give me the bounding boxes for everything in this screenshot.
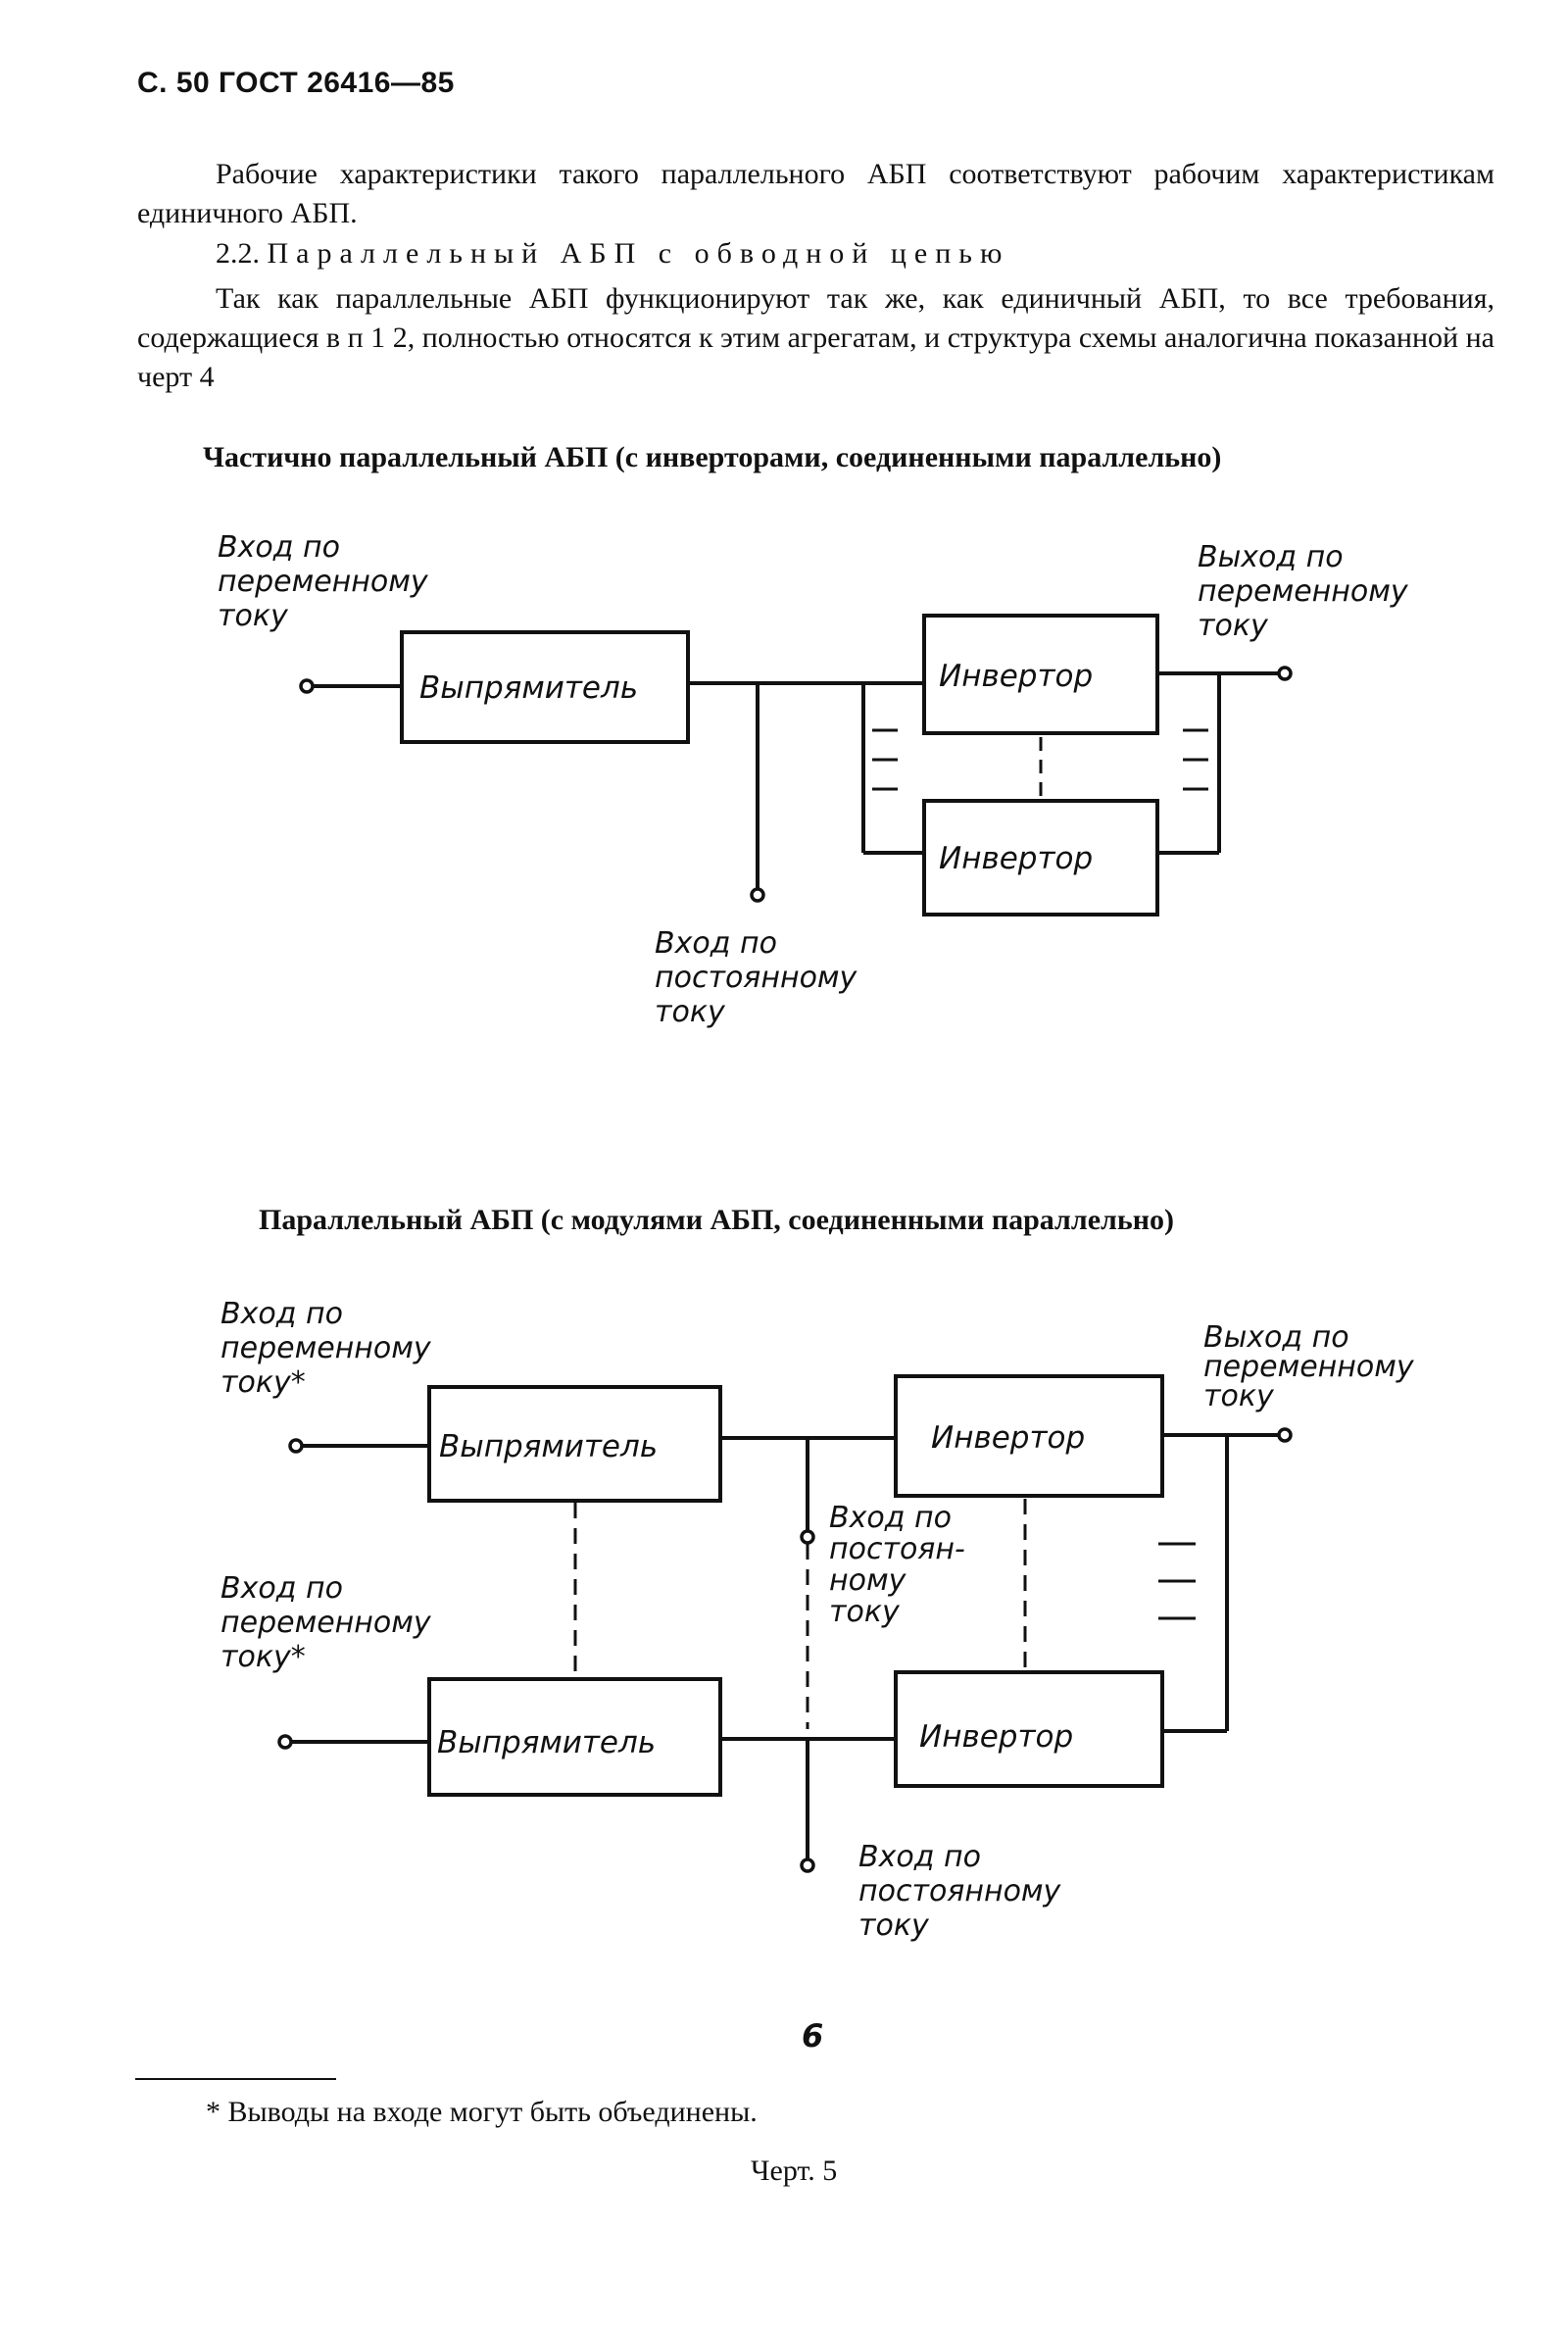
diagram-2-ac-input-label-2: Вход по переменному току* xyxy=(220,1571,432,1674)
diagram-2-ac-input-label-1: Вход по переменному току* xyxy=(220,1297,432,1400)
svg-text:постоянному: постоянному xyxy=(858,1874,1062,1908)
svg-text:току: току xyxy=(655,995,726,1029)
diagram-2-dc-input-label-2: Вход по постоянному току xyxy=(858,1840,1062,1943)
diagram-2-wiring xyxy=(291,1433,1280,1859)
diagram-1-wiring xyxy=(312,671,1280,889)
terminal-ac-in-1 xyxy=(299,678,315,694)
diagram-2-inverter-1-box xyxy=(894,1374,1164,1498)
svg-text:току: току xyxy=(1203,1379,1275,1413)
diagram-2-title: Параллельный АБП (с модулями АБП, соедин… xyxy=(259,1204,1174,1236)
svg-text:Вход по: Вход по xyxy=(220,1571,343,1606)
svg-text:Выход по: Выход по xyxy=(1198,540,1344,574)
diagram-2-rectifier-2-label: Выпрямитель xyxy=(437,1725,656,1760)
diagram-1-rectifier-label: Выпрямитель xyxy=(419,670,638,706)
diagram-1-inverter-1-box xyxy=(922,614,1159,735)
svg-text:Вход по: Вход по xyxy=(220,1297,343,1331)
diagram-2-inverter-2-label: Инвертор xyxy=(919,1719,1073,1755)
diagram-1-rectifier-box xyxy=(400,630,690,744)
svg-text:Вход по: Вход по xyxy=(655,926,777,961)
terminal-dc-in-2b xyxy=(800,1857,815,1873)
page-header: С. 50 ГОСТ 26416—85 xyxy=(137,67,455,99)
terminal-dc-in-2a xyxy=(800,1529,815,1545)
svg-text:току: току xyxy=(829,1595,901,1629)
svg-text:току: току xyxy=(858,1908,930,1943)
terminal-ac-in-2b xyxy=(277,1734,293,1750)
diagram-2-inverter-1-label: Инвертор xyxy=(931,1420,1085,1456)
diagram-2-ac-output-label: Выход по переменному току xyxy=(1203,1320,1415,1413)
terminal-ac-in-2a xyxy=(288,1438,304,1454)
diagram-1-ac-output-label: Выход по переменному току xyxy=(1198,540,1409,643)
terminal-ac-out-1 xyxy=(1277,666,1293,681)
paragraph-1: Рабочие характеристики такого параллельн… xyxy=(137,158,1494,229)
diagram-2-rectifier-1-box xyxy=(427,1385,722,1503)
svg-text:току*: току* xyxy=(220,1640,306,1674)
diagram-2-rectifier-2-box xyxy=(427,1677,722,1797)
diagram-1-inverter-2-box xyxy=(922,799,1159,916)
svg-text:переменному: переменному xyxy=(218,565,429,599)
diagram-1-title: Частично параллельный АБП (с инверторами… xyxy=(203,441,1222,473)
svg-text:току: току xyxy=(218,599,289,633)
svg-text:переменному: переменному xyxy=(220,1331,432,1365)
terminal-ac-out-2 xyxy=(1277,1427,1293,1443)
svg-text:Выход по: Выход по xyxy=(1203,1320,1349,1355)
diagram-2-inverter-2-box xyxy=(894,1670,1164,1788)
diagram-2-rectifier-1-label: Выпрямитель xyxy=(439,1429,658,1464)
svg-text:переменному: переменному xyxy=(220,1606,432,1640)
diagram-1-ac-input-label: Вход по переменному току xyxy=(218,530,429,633)
footnote: * Выводы на входе могут быть объединены. xyxy=(206,2096,758,2128)
svg-text:постоян-: постоян- xyxy=(829,1532,965,1566)
svg-text:Вход по: Вход по xyxy=(829,1501,952,1535)
terminal-dc-in-1 xyxy=(750,887,765,903)
section-number: 2.2. xyxy=(216,237,260,270)
paragraph-2: Так как параллельные АБП функционируют т… xyxy=(137,282,1494,393)
svg-text:ному: ному xyxy=(829,1563,907,1598)
section-title: Параллельный АБП с обводной цепью xyxy=(267,237,1010,270)
svg-text:переменному: переменному xyxy=(1198,574,1409,609)
diagram-1-dc-input-label: Вход по постоянному току xyxy=(655,926,858,1029)
diagram-2-dashes xyxy=(573,1499,1027,1729)
section-heading: 2.2. Параллельный АБП с обводной цепью xyxy=(216,237,1009,271)
svg-text:току: току xyxy=(1198,609,1269,643)
svg-text:переменному: переменному xyxy=(1203,1350,1415,1384)
diagram-1-ellipsis-right xyxy=(1183,728,1208,791)
figure-caption: Черт. 5 xyxy=(751,2155,838,2187)
page-marker: 6 xyxy=(802,2017,824,2055)
svg-text:постоянному: постоянному xyxy=(655,961,858,995)
diagram-1-inverter-2-label: Инвертор xyxy=(939,841,1093,876)
diagram-1-inverter-1-label: Инвертор xyxy=(939,659,1093,694)
diagram-2-dc-input-label-1: Вход по постоян- ному току xyxy=(829,1501,965,1629)
diagram-2-ellipsis-right xyxy=(1158,1542,1196,1620)
svg-text:току*: току* xyxy=(220,1365,306,1400)
diagram-1-ellipsis-left xyxy=(872,728,898,791)
svg-text:Вход по: Вход по xyxy=(218,530,340,565)
footnote-rule xyxy=(135,2078,336,2080)
svg-text:Вход по: Вход по xyxy=(858,1840,981,1874)
